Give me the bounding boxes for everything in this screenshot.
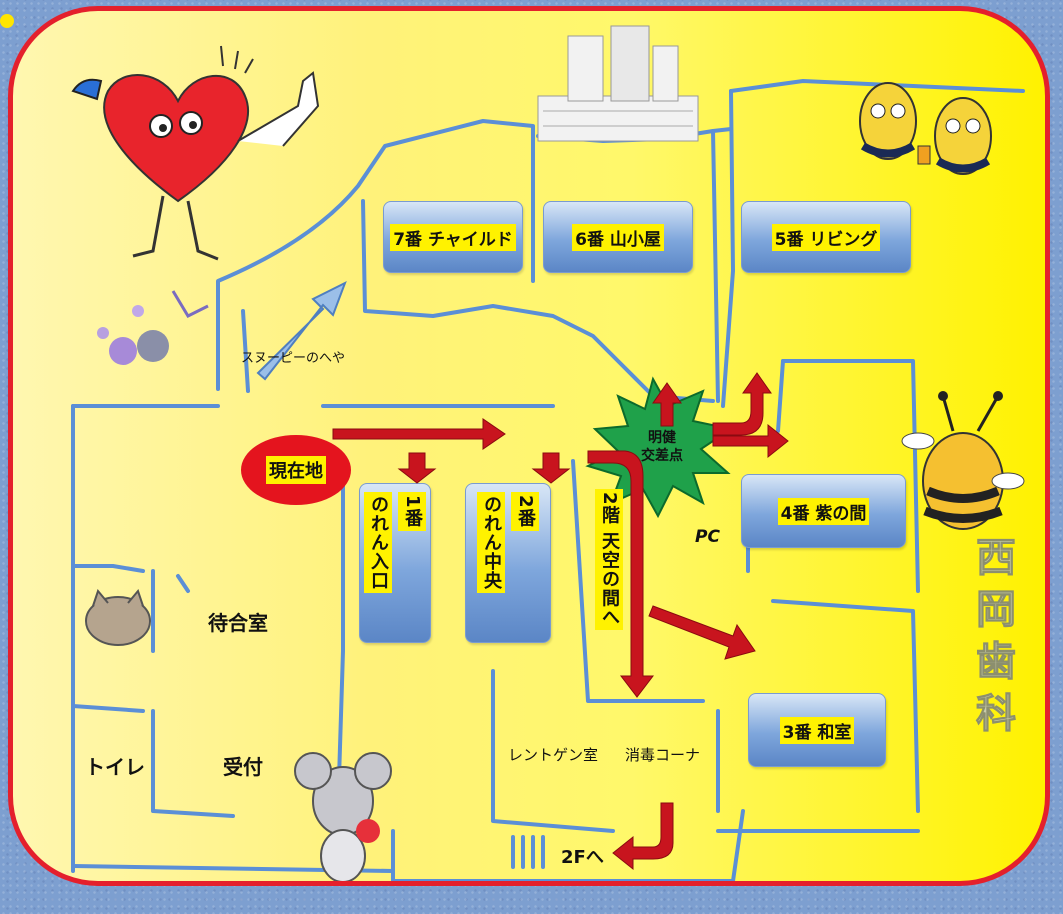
room-1-noren-entrance[interactable]: 1番 のれん入口 [359, 483, 431, 643]
arrow-main-east [332, 418, 506, 450]
arrow-down-room2 [531, 452, 571, 484]
stairs-label: 2階 天空の間へ [595, 489, 623, 630]
arrow-to-2f [612, 802, 674, 871]
room-1-number: 1番 [398, 492, 426, 531]
flowers-icon [97, 290, 209, 365]
route-arrows [256, 280, 789, 871]
arrow-up-left [652, 382, 682, 427]
waiting-room-label: 待合室 [208, 611, 268, 635]
room-6-mountain-hut[interactable]: 6番 山小屋 [543, 201, 693, 273]
arrow-to-snoopy-room [256, 280, 347, 381]
arrow-to-room4 [712, 423, 789, 459]
corner-dot [0, 14, 14, 28]
bees-cheers-icon [859, 82, 992, 175]
bee-icon [901, 391, 1025, 530]
arrow-to-room3 [648, 605, 756, 660]
room-4-label: 4番 紫の間 [777, 497, 870, 525]
clinic-sign: 西岡歯科 [969, 536, 1017, 745]
to-2f-label: 2Fへ [561, 847, 604, 868]
room-3-washitsu[interactable]: 3番 和室 [748, 693, 886, 767]
arrow-stairs-route [587, 450, 655, 698]
room-6-label: 6番 山小屋 [572, 223, 664, 251]
current-location-marker[interactable]: 現在地 [241, 435, 351, 505]
floor-map: 7番 チャイルド 6番 山小屋 5番 リビング 4番 紫の間 3番 和室 1番 … [8, 6, 1050, 886]
reception-label: 受付 [223, 755, 263, 779]
heart-mascot-icon [71, 45, 320, 261]
sleeping-cat-icon [85, 588, 151, 646]
room-1-name: のれん入口 [364, 492, 392, 593]
xray-room-label: レントゲン室 [508, 746, 599, 764]
room-2-name: のれん中央 [477, 492, 505, 593]
snoopy-room-label: スヌーピーのへや [241, 351, 346, 366]
arrow-up-right [712, 372, 772, 436]
room-5-living[interactable]: 5番 リビング [741, 201, 911, 273]
koala-icon [294, 752, 392, 881]
floor-walls [71, 79, 1025, 881]
junction-burst [585, 376, 734, 519]
room-2-number: 2番 [511, 492, 539, 531]
current-location-label: 現在地 [266, 456, 326, 484]
room-7-label: 7番 チャイルド [390, 223, 516, 251]
toilet-label: トイレ [85, 755, 145, 779]
decorations [71, 25, 1025, 881]
room-7-child[interactable]: 7番 チャイルド [383, 201, 523, 273]
room-5-label: 5番 リビング [771, 223, 881, 251]
arrow-down-room1 [397, 452, 437, 484]
pc-label: PC [695, 527, 720, 547]
room-2-noren-center[interactable]: 2番 のれん中央 [465, 483, 551, 643]
sterilization-label: 消毒コーナ [625, 746, 701, 764]
room-4-purple[interactable]: 4番 紫の間 [741, 474, 906, 548]
room-3-label: 3番 和室 [779, 716, 855, 744]
junction-label: 明健 交差点 [641, 430, 683, 464]
building-icon [537, 25, 699, 142]
